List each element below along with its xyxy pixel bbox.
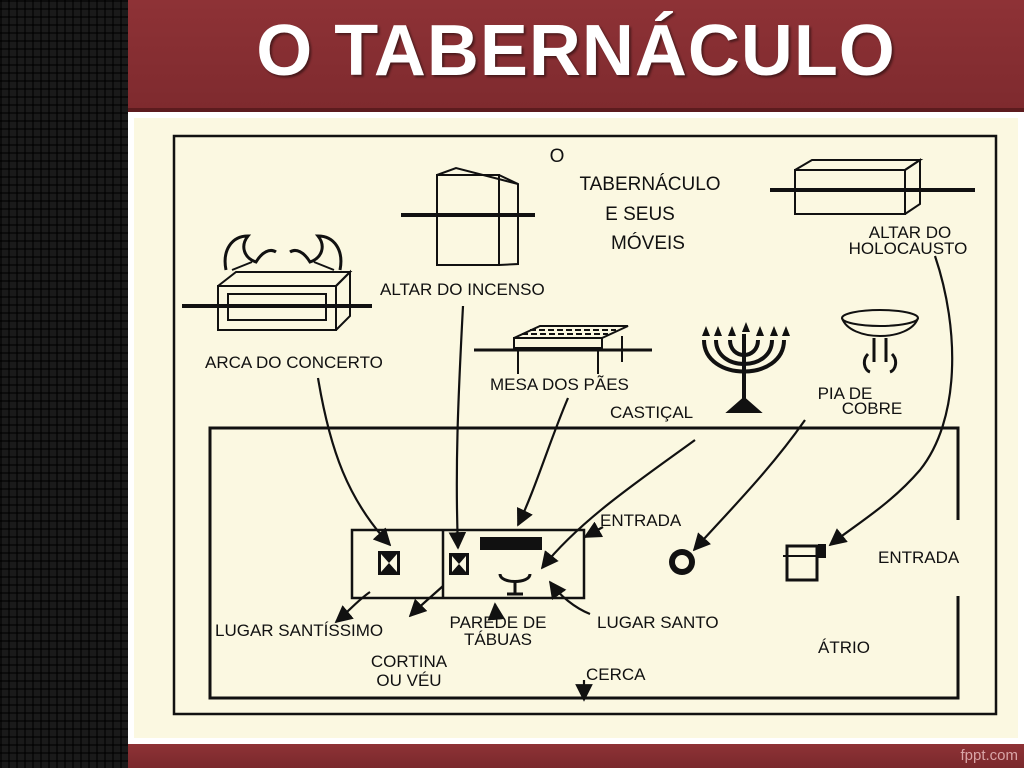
courtyard-furniture-symbols [669,544,826,582]
plate-border [172,134,998,716]
label-altar-holocausto-line2: HOLOCAUSTO [849,239,968,258]
label-arca-do-concerto: ARCA DO CONCERTO [205,353,383,372]
label-lugar-santissimo: LUGAR SANTÍSSIMO [215,621,383,640]
label-atrio: ÁTRIO [818,638,870,657]
label-entrada-atrio: ENTRADA [878,548,960,567]
title-bar: O TABERNÁCULO [128,0,1024,112]
label-pia-line2: COBRE [842,399,902,418]
label-parede-line2: TÁBUAS [464,630,532,649]
heading-line-4: MÓVEIS [611,232,685,254]
diagram-labels: ALTAR DO HOLOCAUSTO ALTAR DO INCENSO ARC… [205,223,967,690]
diagram-heading: O TABERNÁCULO E SEUS MÓVEIS [550,146,721,254]
label-entrada-tabernaculo: ENTRADA [600,511,682,530]
label-castical: CASTIÇAL [610,403,693,422]
ark-of-covenant-illustration [182,234,372,331]
label-parede-line1: PAREDE DE [450,613,547,632]
label-altar-do-incenso: ALTAR DO INCENSO [380,280,545,299]
title-bar-rule [128,108,1024,112]
table-of-showbread-illustration [474,325,652,374]
bronze-laver-illustration [841,309,919,374]
altar-of-incense-illustration [401,166,535,266]
label-pia-line1: PIA DE [818,384,873,403]
courtyard-fence [208,426,960,700]
heading-line-2: TABERNÁCULO [579,174,720,195]
diagram-arrows [316,255,954,702]
left-decorative-strip [0,0,128,768]
label-lugar-santo: LUGAR SANTO [597,613,719,632]
footer-bar: fppt.com [128,744,1024,768]
fppt-watermark: fppt.com [960,747,1018,764]
heading-line-1: O [550,146,565,167]
page-title: O TABERNÁCULO [256,11,896,91]
diagram-frame: O TABERNÁCULO E SEUS MÓVEIS [128,112,1024,744]
label-cerca: CERCA [586,665,646,684]
label-cortina-line2: OU VÉU [376,671,441,690]
lampstand-illustration [702,322,790,413]
floor-plan-symbols [378,537,542,596]
label-mesa-dos-paes: MESA DOS PÃES [490,375,629,394]
altar-of-burnt-offering-illustration [770,158,975,215]
tabernacle-diagram: O TABERNÁCULO E SEUS MÓVEIS [134,118,1018,738]
label-altar-holocausto-line1: ALTAR DO [869,223,952,242]
heading-line-3: E SEUS [605,204,675,225]
label-cortina-line1: CORTINA [371,652,448,671]
